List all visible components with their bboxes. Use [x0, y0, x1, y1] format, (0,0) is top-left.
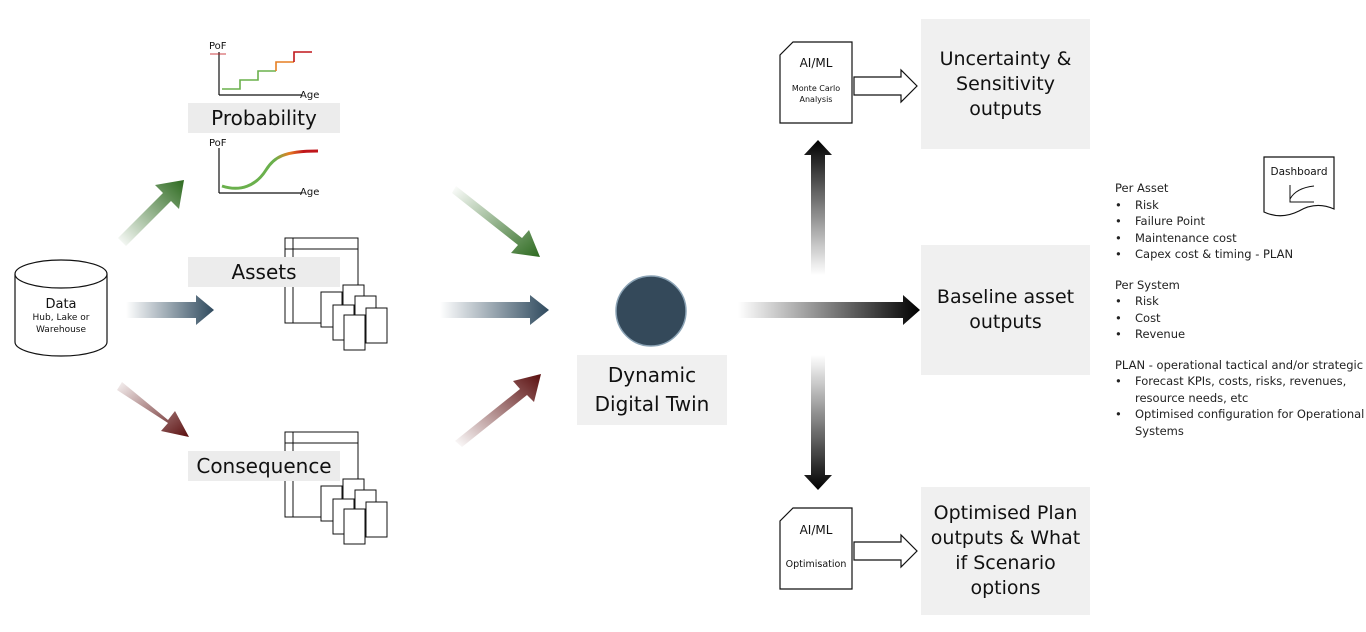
consequence-table-docs-icon [284, 431, 388, 545]
curve-chart-x-label: Age [300, 187, 320, 198]
ai-top-title: AI/ML [799, 56, 833, 70]
ai-bottom-title: AI/ML [799, 523, 833, 537]
list-item: Revenue [1115, 326, 1365, 343]
optimised-line-1: Optimised Plan [933, 502, 1078, 524]
step-chart-y-label: PoF [209, 41, 227, 52]
data-to-probability-arrow [118, 180, 184, 246]
per-system-list: Risk Cost Revenue [1115, 293, 1365, 343]
per-asset-list: Risk Failure Point Maintenance cost Cape… [1115, 197, 1365, 263]
ai-optimisation-document [779, 507, 853, 590]
baseline-line-2: outputs [969, 311, 1042, 333]
data-store-title: Data [45, 297, 77, 312]
assets-to-twin-arrow [440, 295, 549, 325]
data-store-label: Data Hub, Lake or Warehouse [15, 297, 107, 336]
data-to-assets-arrow [126, 295, 214, 325]
optimised-line-2: outputs & What [930, 527, 1081, 549]
twin-line-1: Dynamic [607, 363, 697, 387]
probability-to-twin-arrow [452, 186, 540, 257]
step-chart-x-label: Age [300, 90, 320, 101]
ai-monte-carlo-text: AI/ML Monte Carlo Analysis [780, 56, 852, 105]
digital-twin-label: Dynamic Digital Twin [577, 355, 727, 425]
list-item: Risk [1115, 293, 1365, 310]
data-store-cylinder [14, 259, 108, 357]
uncertainty-line-2: Sensitivity [956, 72, 1055, 95]
assets-table-docs-icon [284, 237, 388, 351]
curve-chart-y-label: PoF [209, 138, 227, 149]
curve-pof-chart [218, 148, 319, 194]
list-item: Maintenance cost [1115, 230, 1365, 247]
baseline-line-1: Baseline asset [936, 286, 1075, 308]
list-item: Cost [1115, 310, 1365, 327]
per-system-header: Per System [1115, 277, 1180, 292]
optimised-line-4: options [970, 577, 1041, 599]
plan-list: Forecast KPIs, costs, risks, revenues, r… [1115, 373, 1365, 439]
twin-to-baseline-arrow [738, 295, 920, 325]
plan-header: PLAN - operational tactical and/or strat… [1115, 357, 1364, 372]
list-item: Forecast KPIs, costs, risks, revenues, r… [1115, 373, 1365, 406]
data-to-consequence-arrow [117, 382, 189, 437]
optimisation-to-optimised-arrow [853, 533, 918, 569]
optimised-line-3: if Scenario [955, 552, 1056, 574]
optimised-output-box: Optimised Plan outputs & What if Scenari… [921, 487, 1090, 615]
list-item: Optimised configuration for Operational … [1115, 406, 1365, 439]
ai-top-line-1: Monte Carlo [791, 84, 841, 93]
list-item: Failure Point [1115, 213, 1365, 230]
data-store-subtitle-2: Warehouse [35, 325, 87, 335]
twin-line-2: Digital Twin [594, 392, 710, 416]
probability-label: Probability [188, 103, 340, 133]
ai-bottom-line-1: Optimisation [785, 559, 847, 570]
dashboard-label: Dashboard [1270, 166, 1328, 178]
twin-to-optimised-arrow [804, 355, 832, 490]
step-pof-chart [210, 51, 312, 96]
ai-monte-carlo-document [779, 41, 853, 124]
per-asset-header: Per Asset [1115, 181, 1169, 195]
digital-twin-node [615, 275, 687, 347]
list-item: Risk [1115, 197, 1365, 214]
outputs-info-panel: Per Asset Risk Failure Point Maintenance… [1115, 180, 1365, 453]
ai-optimisation-text: AI/ML Optimisation [780, 523, 852, 571]
assets-label: Assets [188, 257, 340, 287]
monte-carlo-to-uncertainty-arrow [853, 68, 918, 104]
baseline-output-box: Baseline asset outputs [921, 245, 1090, 375]
consequence-to-twin-arrow [455, 374, 541, 447]
twin-to-uncertainty-arrow [804, 140, 832, 275]
ai-top-line-2: Analysis [799, 95, 833, 104]
consequence-label: Consequence [188, 451, 340, 481]
uncertainty-output-box: Uncertainty & Sensitivity outputs [921, 19, 1090, 149]
data-store-subtitle-1: Hub, Lake or [32, 313, 90, 323]
uncertainty-line-1: Uncertainty & [939, 47, 1072, 70]
list-item: Capex cost & timing - PLAN [1115, 246, 1365, 263]
uncertainty-line-3: outputs [969, 97, 1042, 120]
